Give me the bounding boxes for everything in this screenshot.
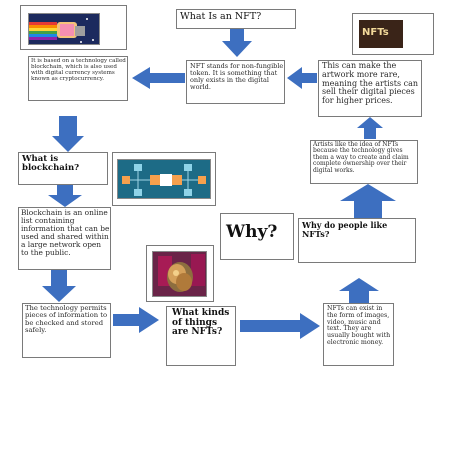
nft-definition-box	[186, 60, 285, 104]
arrow-down-intro	[52, 116, 84, 152]
crypto-art-image	[152, 251, 207, 297]
arrow-right-kinds	[240, 313, 320, 339]
artists-like-text: Artists like the idea of NFTs because th…	[313, 141, 409, 174]
technology-safety-text: The technology permits pieces of informa…	[25, 304, 108, 334]
title-box	[176, 9, 296, 29]
what-is-blockchain-heading: What is blockchain?	[22, 154, 80, 174]
arrow-up-forms	[339, 278, 379, 304]
nfts-logo-text: NFTs	[362, 27, 389, 38]
arrow-up-why	[340, 184, 396, 218]
rarity-box	[318, 60, 422, 117]
why-people-like-box	[298, 218, 416, 263]
nfts-logo-image: NFTs	[359, 20, 403, 48]
why-image: Why?	[226, 222, 277, 242]
forms-text: NFTs can exist in the form of images, vi…	[327, 305, 391, 346]
what-is-blockchain-box	[18, 152, 108, 185]
title: What Is an NFT?	[180, 11, 262, 22]
arrow-right-technology	[113, 307, 159, 333]
rarity-text: This can make the artwork more rare, mea…	[322, 61, 418, 106]
why-people-like-heading: Why do people like NFTs?	[302, 220, 388, 239]
nyan-cat-image	[28, 13, 100, 45]
blockchain-diagram-image	[117, 159, 211, 199]
forms-box	[323, 303, 394, 366]
arrow-left-rarity	[287, 67, 317, 89]
why-image-box	[220, 213, 294, 260]
arrow-up-artists	[357, 117, 383, 139]
arrow-down-title	[222, 29, 252, 57]
technology-safety-box	[22, 303, 111, 358]
artists-like-box	[310, 140, 418, 184]
blockchain-definition-box	[18, 207, 111, 270]
arrow-down-heading	[48, 185, 82, 207]
why-image-text: Why?	[226, 222, 278, 242]
arrow-down-definition	[42, 270, 76, 302]
nft-definition-text: NFT stands for non-fungible token. It is…	[190, 62, 284, 92]
kinds-of-things-heading: What kinds of things are NFTs?	[172, 308, 230, 338]
blockchain-definition-text: Blockchain is an online list containing …	[21, 208, 110, 257]
blockchain-intro-box	[28, 56, 128, 101]
kinds-of-things-box	[166, 306, 236, 366]
arrow-left-definition	[132, 67, 185, 89]
blockchain-intro-text: It is based on a technology called block…	[31, 58, 126, 83]
